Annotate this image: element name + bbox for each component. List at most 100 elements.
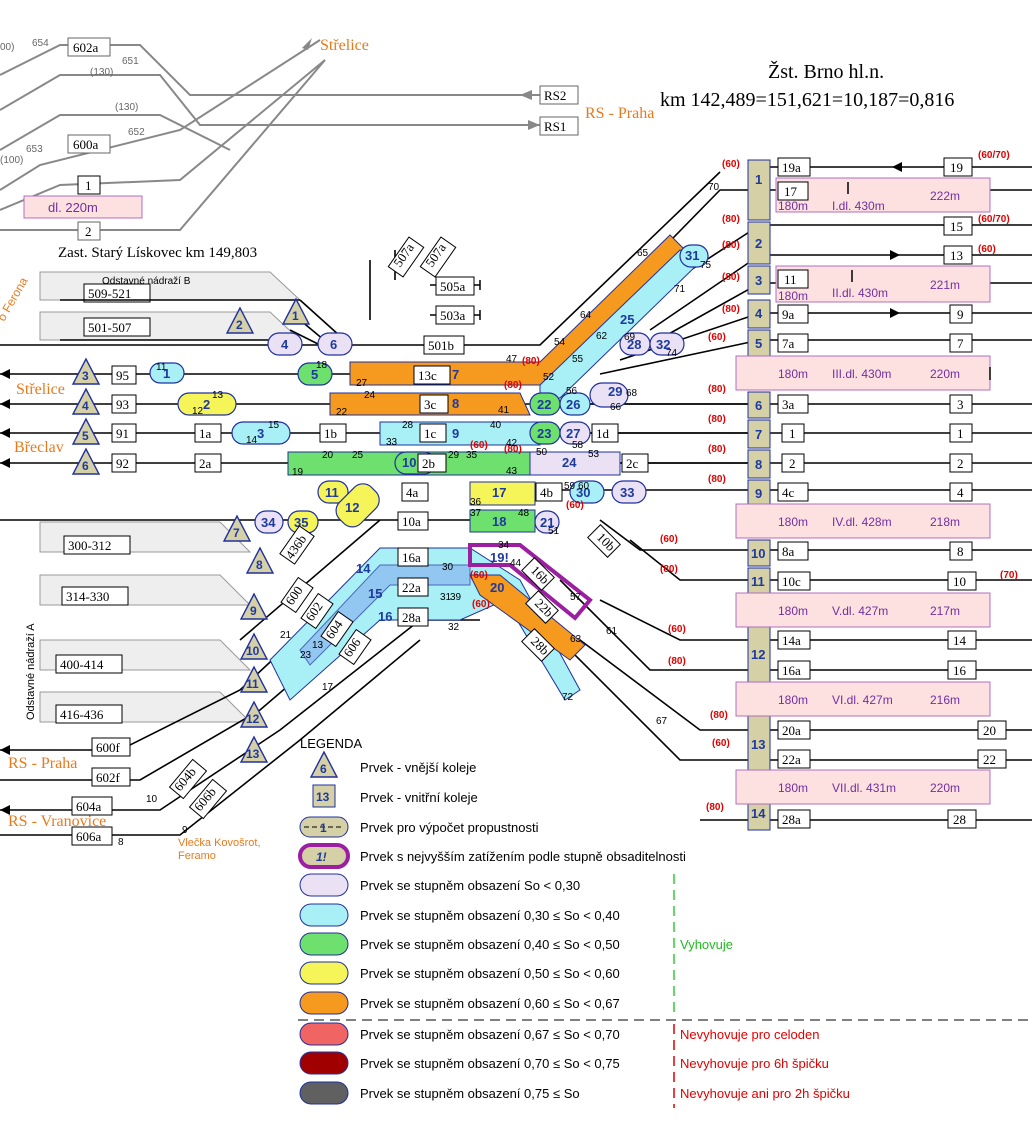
end-7: 7	[957, 336, 964, 351]
throat-4a: 4a	[406, 485, 419, 500]
triangle-10	[239, 632, 269, 660]
throat-10a: 10a	[402, 514, 421, 529]
triangle-label-13: 13	[246, 747, 260, 761]
capsule-26	[559, 392, 591, 416]
triangle-8	[245, 546, 275, 574]
section-6-short: 180m	[778, 693, 808, 707]
head-28a: 28a	[782, 812, 801, 827]
triangle-label-11: 11	[246, 677, 259, 691]
speed-8: (80)	[708, 414, 726, 425]
triangle-9	[239, 592, 269, 620]
triangle-label-5: 5	[82, 429, 89, 443]
capsule-11	[317, 480, 349, 504]
speed-1: (60)	[722, 159, 740, 170]
track-602a: 602a	[73, 40, 99, 55]
section-1-long: 222m	[930, 189, 960, 203]
direction-rs-vranovice: RS - Vranovice	[8, 813, 106, 830]
speed-12: (80)	[660, 564, 678, 575]
speed-23: (80)	[504, 380, 522, 391]
svg-text:8: 8	[118, 837, 124, 848]
svg-text:31: 31	[440, 592, 452, 603]
svg-text:47: 47	[506, 354, 518, 365]
capsule-33	[611, 480, 647, 504]
triangle-7	[222, 514, 252, 542]
direction-strelice-left: Střelice	[16, 381, 65, 398]
speed-3: (80)	[722, 240, 740, 251]
end-22: 22	[983, 752, 996, 767]
svg-text:69: 69	[624, 332, 636, 343]
capsule-numbers: 1 2 3 4 5 6 7 8 9 10 11 12 14 15 16 17 1…	[163, 248, 699, 624]
speed-20: (60)	[978, 244, 996, 255]
platform-12: 12	[751, 647, 765, 662]
throat-600f: 600f	[96, 740, 121, 755]
svg-text:5: 5	[311, 367, 318, 382]
end-13: 13	[950, 248, 963, 263]
head-9a: 9a	[782, 307, 795, 322]
station-name: Žst. Brno hl.n.	[768, 60, 884, 83]
end-3: 3	[957, 397, 964, 412]
svg-text:1: 1	[163, 366, 170, 381]
svg-text:24: 24	[562, 455, 577, 470]
head-20a: 20a	[782, 723, 801, 738]
svg-text:63: 63	[570, 634, 582, 645]
capsule-2	[177, 392, 237, 416]
triangle-12	[239, 700, 269, 728]
legend-swatch-9	[299, 1022, 349, 1046]
depot-b: Odstavné nádraží B 509-521 501-507	[39, 271, 302, 341]
triangle-label-10: 10	[246, 644, 260, 658]
svg-text:67: 67	[656, 716, 668, 727]
triangle-label-3: 3	[82, 369, 89, 383]
legend-max-capsule-icon	[298, 843, 350, 869]
nevyhovuje-2: Nevyhovuje pro 6h špičku	[680, 1056, 829, 1071]
depot-a-track-2: 314-330	[66, 589, 109, 604]
legend-sym-3: 1!	[316, 850, 327, 864]
throat-2c: 2c	[626, 456, 639, 471]
capsule-32	[649, 332, 685, 356]
legend-title: LEGENDA	[300, 736, 362, 751]
end-8: 8	[957, 544, 964, 559]
external-triangles	[71, 297, 311, 763]
throat-1a: 1a	[199, 426, 212, 441]
svg-text:68: 68	[626, 388, 638, 399]
triangle-label-8: 8	[256, 558, 263, 572]
label-100: (100)	[0, 155, 23, 166]
direction-strelice-top: Střelice	[320, 37, 369, 54]
throat-2a: 2a	[199, 456, 212, 471]
svg-text:61: 61	[606, 626, 618, 637]
label-130b: (130)	[115, 102, 138, 113]
svg-text:2: 2	[203, 397, 210, 412]
head-1: 1	[789, 426, 796, 441]
legend-item-6: Prvek se stupněm obsazení 0,40 ≤ So < 0,…	[360, 937, 620, 952]
svg-text:43: 43	[506, 466, 518, 477]
svg-text:18: 18	[492, 514, 506, 529]
svg-text:27: 27	[356, 378, 368, 389]
section-6-long: 216m	[930, 693, 960, 707]
svg-text:8: 8	[452, 396, 459, 411]
svg-text:39: 39	[450, 592, 462, 603]
depot-a-track-3: 400-414	[60, 657, 104, 672]
svg-text:56: 56	[566, 386, 578, 397]
track-600a: 600a	[73, 137, 99, 152]
throat-3c: 3c	[424, 397, 437, 412]
end-15: 15	[950, 219, 963, 234]
svg-text:21: 21	[280, 630, 292, 641]
svg-text:12: 12	[192, 406, 204, 417]
svg-text:3: 3	[257, 426, 264, 441]
capsule-elements	[149, 244, 709, 534]
band-yellow-17	[469, 481, 536, 506]
svg-text:13: 13	[212, 390, 224, 401]
label-652: 652	[128, 127, 145, 138]
svg-text:27: 27	[566, 426, 580, 441]
legend-sym-0: 6	[320, 762, 327, 776]
triangle-label-9: 9	[250, 604, 257, 618]
depot-a-track-1: 300-312	[68, 538, 111, 553]
track-2-top: 2	[85, 224, 92, 239]
legend-triangle-icon	[309, 750, 339, 778]
speed-21: (70)	[1000, 570, 1018, 581]
section-3-short: 180m	[778, 367, 808, 381]
platform-2: 2	[755, 236, 762, 251]
end-1: 1	[957, 426, 964, 441]
bumpers	[479, 182, 991, 380]
svg-text:58: 58	[572, 440, 584, 451]
triangle-1	[281, 297, 311, 325]
